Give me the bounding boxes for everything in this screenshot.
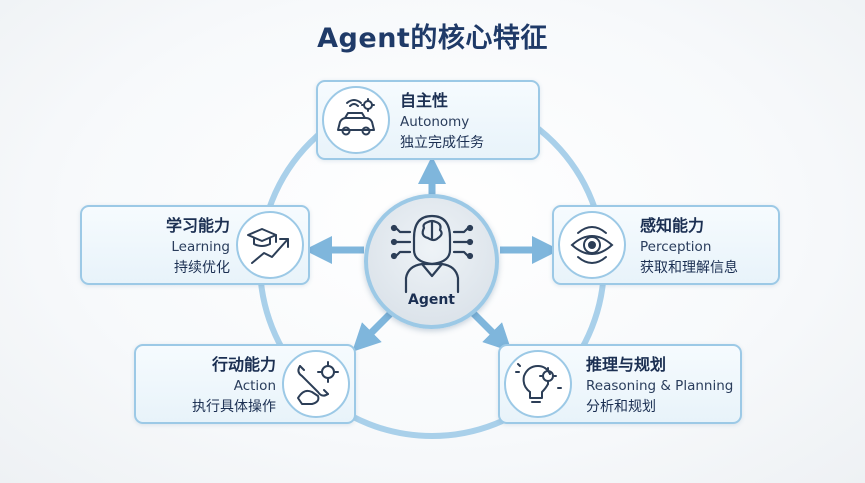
learning-desc: 持续优化	[174, 260, 230, 276]
card-autonomy: 自主性 Autonomy 独立完成任务	[316, 80, 540, 160]
reasoning-desc: 分析和规划	[586, 399, 656, 415]
card-action: 行动能力 Action 执行具体操作	[134, 344, 356, 424]
arrow-to-reasoning	[469, 309, 512, 352]
agent-label: Agent	[407, 292, 455, 308]
graduation-chart-icon	[236, 211, 304, 279]
arrow-to-action	[352, 309, 395, 352]
autonomous-car-icon	[322, 86, 390, 154]
action-desc: 执行具体操作	[192, 399, 276, 415]
agent-hub: Agent	[364, 194, 499, 329]
page-title: Agent的核心特征	[317, 23, 548, 54]
robot-brain-icon	[390, 214, 474, 294]
learning-title: 学习能力	[165, 216, 230, 235]
card-reasoning: 推理与规划 Reasoning & Planning 分析和规划	[498, 344, 742, 424]
autonomy-desc: 独立完成任务	[400, 135, 484, 151]
wrench-hand-icon	[282, 350, 350, 418]
perception-desc: 获取和理解信息	[640, 260, 738, 276]
eye-icon	[558, 211, 626, 279]
autonomy-title: 自主性	[400, 91, 449, 110]
lightbulb-gear-icon	[504, 350, 572, 418]
card-learning: 学习能力 Learning 持续优化	[80, 205, 310, 285]
action-english: Action	[233, 378, 276, 394]
reasoning-title: 推理与规划	[586, 355, 667, 374]
perception-title: 感知能力	[640, 216, 705, 235]
perception-english: Perception	[640, 239, 712, 255]
reasoning-english: Reasoning & Planning	[586, 378, 734, 394]
action-title: 行动能力	[211, 355, 276, 374]
autonomy-english: Autonomy	[400, 114, 470, 130]
card-perception: 感知能力 Perception 获取和理解信息	[552, 205, 780, 285]
learning-english: Learning	[171, 239, 230, 255]
